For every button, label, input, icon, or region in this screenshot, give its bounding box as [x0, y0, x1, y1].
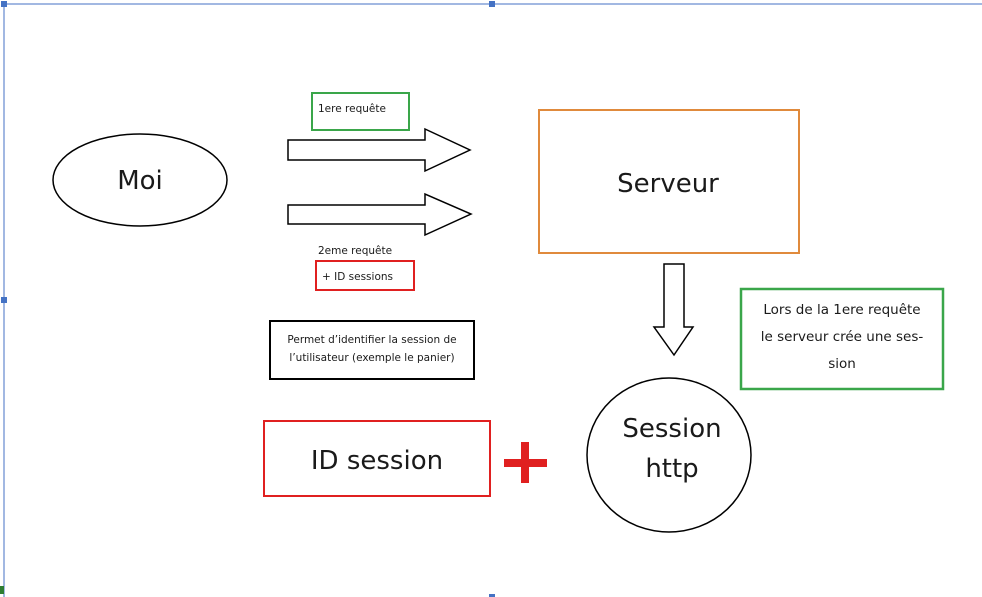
id-session-box: [263, 420, 491, 497]
id-sessions-box: [315, 260, 415, 291]
moi-label: Moi: [117, 166, 163, 196]
server-note-line-3: sion: [828, 356, 856, 372]
plus-icon: [504, 442, 547, 483]
session-http-circle: [586, 377, 752, 533]
session-purpose-line-2: l’utilisateur (exemple le panier): [289, 352, 454, 364]
first-request-label-box: 1ere requête: [311, 92, 410, 131]
first-request-box: [311, 92, 410, 131]
server-note: Lors de la 1ere requête le serveur crée …: [739, 287, 945, 391]
first-request-text: 1ere requête: [318, 103, 386, 115]
session-http-node: Session http: [586, 377, 752, 533]
id-session-label: ID session: [311, 446, 443, 476]
id-session-node: ID session: [263, 420, 491, 497]
server-note-line-1: Lors de la 1ere requête: [763, 302, 920, 318]
id-sessions-text: + ID sessions: [322, 271, 393, 283]
session-purpose-box: [269, 320, 475, 380]
selection-handle-top-middle[interactable]: [489, 1, 495, 7]
session-creation-arrow: [652, 263, 695, 357]
server-note-box: [739, 287, 945, 391]
session-http-label-line-1: Session: [622, 414, 721, 444]
serveur-node: Serveur: [538, 109, 800, 254]
selection-handle-bottom-middle[interactable]: [489, 594, 495, 597]
first-request-arrow: [287, 127, 472, 173]
selection-handle-middle-left[interactable]: [1, 297, 7, 303]
anchor-marker: [0, 586, 4, 594]
selection-handle-top-left[interactable]: [1, 1, 7, 7]
server-note-line-2: le serveur crée une ses-: [761, 329, 924, 345]
serveur-label: Serveur: [617, 169, 719, 199]
plus-icon-vertical: [521, 442, 529, 483]
second-request-arrow: [287, 192, 473, 237]
session-http-label-line-2: http: [645, 454, 698, 484]
moi-node: Moi: [52, 133, 228, 227]
second-request-text: 2eme requête: [318, 245, 392, 257]
id-sessions-label-box: + ID sessions: [315, 260, 415, 291]
session-purpose-note: Permet d’identifier la session de l’util…: [269, 320, 475, 380]
serveur-box: [538, 109, 800, 254]
moi-ellipse: [52, 133, 228, 227]
session-purpose-line-1: Permet d’identifier la session de: [287, 334, 456, 346]
